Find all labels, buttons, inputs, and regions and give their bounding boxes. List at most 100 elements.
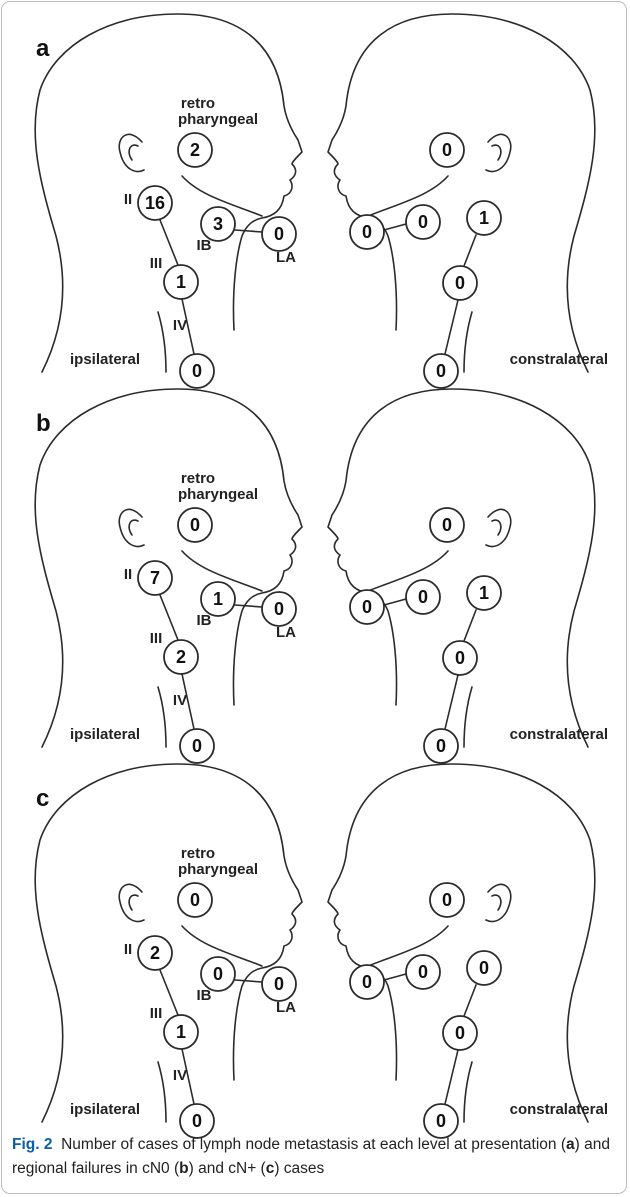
value-ipsi-LA: 0: [274, 974, 284, 994]
right-line-II-III: [464, 610, 476, 641]
value-ipsi-III: 2: [176, 647, 186, 667]
value-contra-III: 0: [455, 273, 465, 293]
value-contra-LA: 0: [362, 222, 372, 242]
right-ear: [486, 884, 511, 921]
retro-label-line1: retro: [181, 845, 215, 862]
level-label-IV: IV: [173, 692, 187, 709]
right-line-III-IV: [445, 300, 458, 354]
right-line-LA-IB: [384, 599, 406, 605]
level-label-II: II: [124, 191, 132, 208]
panel-c-letter: c: [36, 785, 49, 812]
level-label-II: II: [124, 941, 132, 958]
panel-b-diagram: b retro pharyngeal II III IV IB LA ipsil…: [0, 375, 630, 765]
right-line-LA-IB: [384, 974, 406, 980]
left-line-IB-LA: [235, 980, 262, 982]
value-ipsi-III: 1: [176, 1022, 186, 1042]
left-ear-inner: [129, 520, 138, 535]
right-ear-inner: [492, 520, 501, 535]
right-line-II-III: [464, 235, 476, 266]
right-neck-line: [464, 687, 472, 747]
right-ear-inner: [492, 145, 501, 160]
value-ipsi-IB: 0: [213, 964, 223, 984]
ipsilateral-label: ipsilateral: [70, 726, 140, 743]
value-ipsi-LA: 0: [274, 224, 284, 244]
value-contra-II: 1: [479, 208, 489, 228]
panel-b-letter: b: [36, 410, 51, 437]
panel-b: b retro pharyngeal II III IV IB LA ipsil…: [0, 375, 630, 765]
value-ipsi-retropharyngeal: 2: [190, 140, 200, 160]
value-ipsi-II: 16: [145, 193, 165, 213]
value-contra-IB: 0: [418, 962, 428, 982]
left-ear-inner: [129, 145, 138, 160]
value-contra-II: 1: [479, 583, 489, 603]
value-ipsi-retropharyngeal: 0: [190, 890, 200, 910]
value-contra-retropharyngeal: 0: [442, 515, 452, 535]
value-contra-LA: 0: [362, 972, 372, 992]
caption-text-3: ) and cN+ (: [189, 1160, 266, 1177]
right-line-III-IV: [445, 1050, 458, 1104]
value-contra-LA: 0: [362, 597, 372, 617]
left-ear: [119, 509, 144, 546]
ipsilateral-label: ipsilateral: [70, 351, 140, 368]
value-contra-II: 0: [479, 958, 489, 978]
panel-a-diagram: a retro pharyngeal II III IV IB LA ipsil…: [0, 0, 630, 390]
value-ipsi-IB: 3: [213, 214, 223, 234]
figure-caption: Fig. 2 Number of cases of lymph node met…: [12, 1133, 617, 1181]
contralateral-label: constralateral: [510, 1101, 608, 1118]
right-ear-inner: [492, 895, 501, 910]
caption-fig-label: Fig. 2: [12, 1136, 52, 1153]
retro-label-line1: retro: [181, 95, 215, 112]
right-line-III-IV: [445, 675, 458, 729]
retro-label-line2: pharyngeal: [178, 861, 258, 878]
level-label-IV: IV: [173, 1067, 187, 1084]
retro-label-line2: pharyngeal: [178, 111, 258, 128]
right-head-outline: [328, 14, 595, 372]
value-ipsi-retropharyngeal: 0: [190, 515, 200, 535]
right-line-II-III: [464, 985, 476, 1016]
level-label-III: III: [150, 630, 163, 647]
value-ipsi-III: 1: [176, 272, 186, 292]
value-contra-retropharyngeal: 0: [442, 890, 452, 910]
value-ipsi-II: 2: [150, 943, 160, 963]
right-ear: [486, 509, 511, 546]
left-ear: [119, 884, 144, 921]
caption-text-4: ) cases: [274, 1160, 324, 1177]
left-line-II-III: [160, 970, 178, 1015]
left-line-IB-LA: [235, 605, 262, 607]
level-label-III: III: [150, 1005, 163, 1022]
left-line-II-III: [160, 220, 178, 265]
right-head-outline: [328, 764, 595, 1122]
contralateral-label: constralateral: [510, 726, 608, 743]
value-ipsi-II: 7: [150, 568, 160, 588]
retro-label-line2: pharyngeal: [178, 486, 258, 503]
right-line-LA-IB: [384, 224, 406, 230]
left-ear-inner: [129, 895, 138, 910]
left-ear: [119, 134, 144, 171]
caption-text-1: Number of cases of lymph node metastasis…: [61, 1136, 566, 1153]
value-ipsi-LA: 0: [274, 599, 284, 619]
right-neck-line: [464, 312, 472, 372]
value-ipsi-IB: 1: [213, 589, 223, 609]
value-contra-IV: 0: [436, 1111, 446, 1131]
value-contra-IB: 0: [418, 587, 428, 607]
panel-c-diagram: c retro pharyngeal II III IV IB LA ipsil…: [0, 750, 630, 1140]
panel-a: a retro pharyngeal II III IV IB LA ipsil…: [0, 0, 630, 390]
caption-ref-b: b: [179, 1160, 188, 1177]
value-contra-III: 0: [455, 648, 465, 668]
value-contra-III: 0: [455, 1023, 465, 1043]
level-label-II: II: [124, 566, 132, 583]
right-neck-line: [464, 1062, 472, 1122]
panel-a-letter: a: [36, 35, 50, 62]
panel-c: c retro pharyngeal II III IV IB LA ipsil…: [0, 750, 630, 1140]
left-neck-line: [158, 1062, 166, 1122]
caption-ref-a: a: [566, 1136, 575, 1153]
level-label-IV: IV: [173, 317, 187, 334]
value-contra-IB: 0: [418, 212, 428, 232]
left-line-IB-LA: [235, 230, 262, 232]
right-head-outline: [328, 389, 595, 747]
left-line-II-III: [160, 595, 178, 640]
retro-label-line1: retro: [181, 470, 215, 487]
contralateral-label: constralateral: [510, 351, 608, 368]
right-ear: [486, 134, 511, 171]
left-neck-line: [158, 687, 166, 747]
